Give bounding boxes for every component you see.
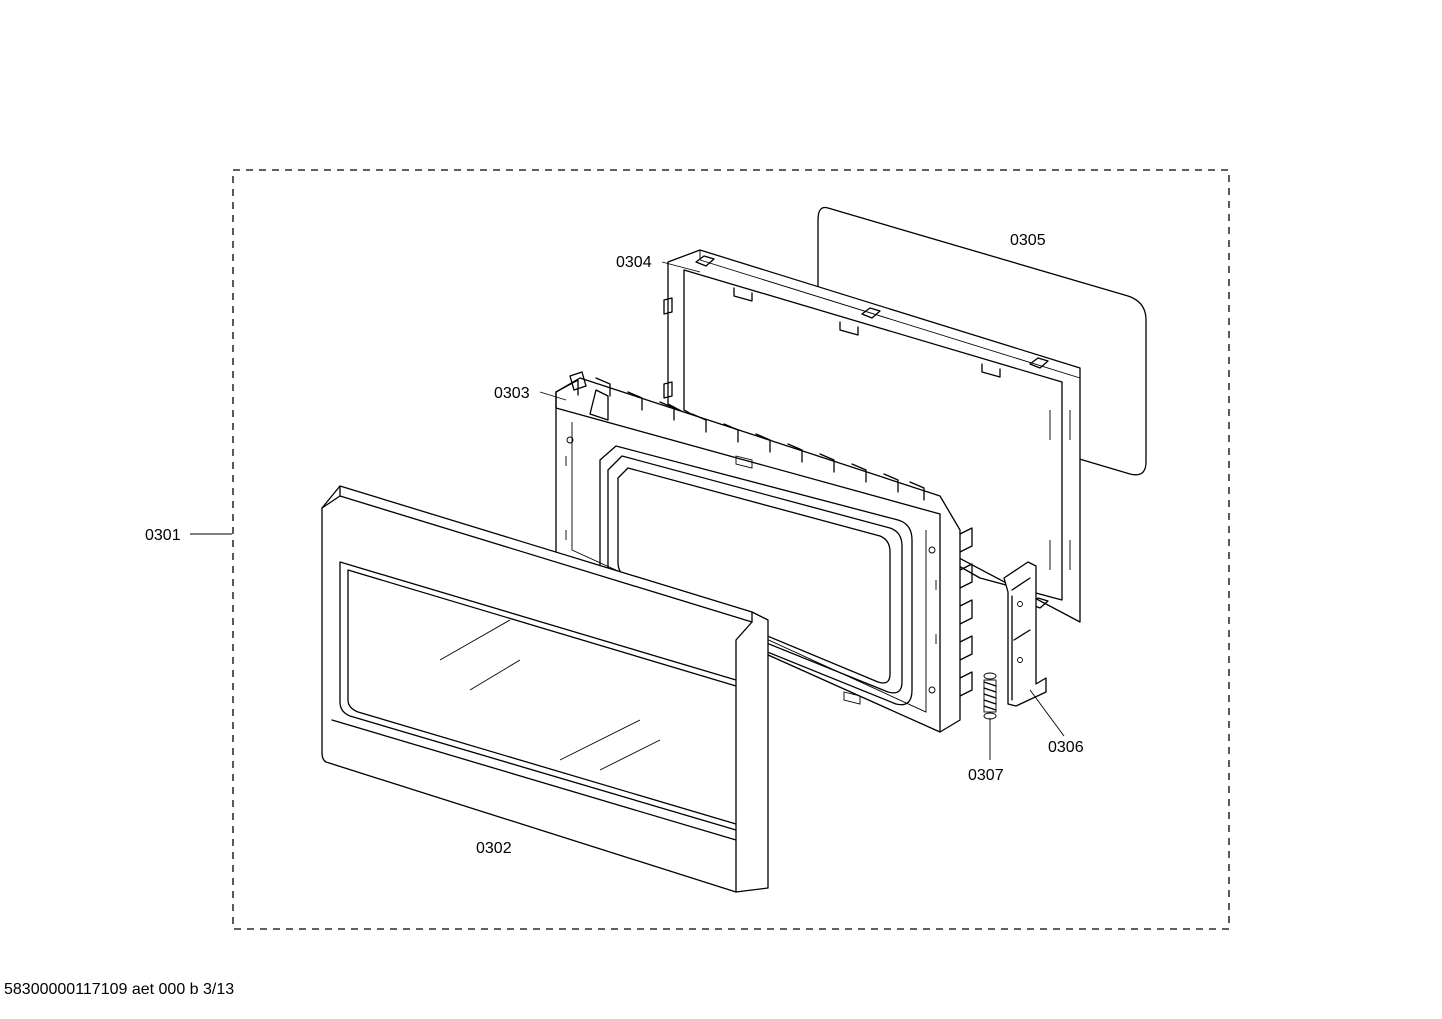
door-hook-part	[1003, 561, 1047, 707]
label-0304: 0304	[616, 254, 652, 271]
label-0303: 0303	[494, 385, 530, 402]
label-0307: 0307	[968, 767, 1004, 784]
label-0305: 0305	[1010, 232, 1046, 249]
leader-lines	[190, 261, 1065, 760]
assembly-boundary	[232, 169, 1230, 930]
label-0302: 0302	[476, 840, 512, 857]
document-code: 58300000117109 aet 000 b 3/13	[4, 981, 235, 998]
door-frame-part	[321, 485, 769, 893]
label-0301: 0301	[145, 527, 181, 544]
label-0306: 0306	[1048, 739, 1084, 756]
hook-spring-part	[983, 672, 997, 720]
